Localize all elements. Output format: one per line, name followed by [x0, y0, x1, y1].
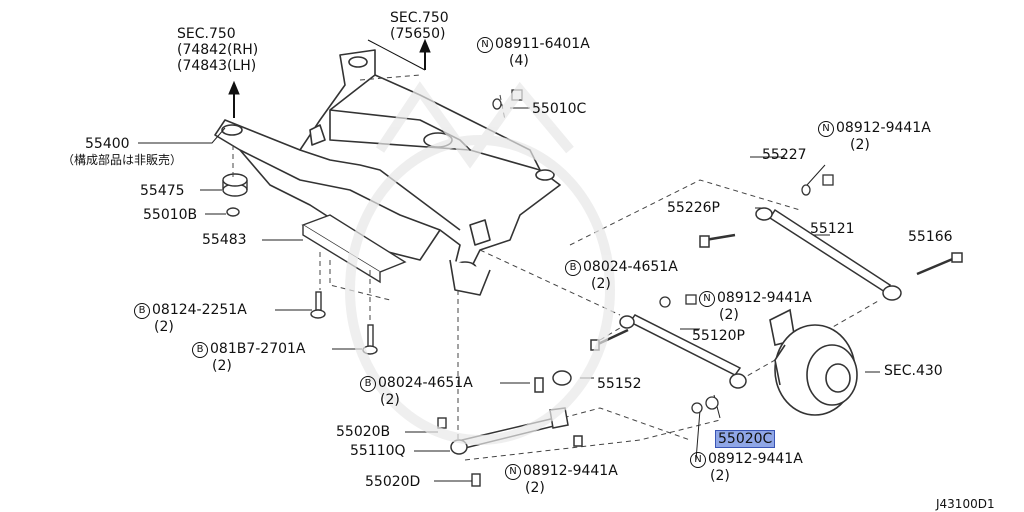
fastener-qty: (2) — [850, 137, 870, 153]
bolt-prefix-icon: B — [192, 342, 208, 358]
bolts-left[interactable] — [310, 291, 481, 487]
link-55121[interactable] — [699, 207, 963, 301]
part-label-55227[interactable]: 55227 — [762, 147, 807, 163]
fastener-qty: (2) — [525, 480, 545, 496]
fastener-code: 08912-9441A — [717, 290, 812, 306]
fastener-qty: (2) — [212, 358, 232, 374]
fastener-qty: (2) — [154, 319, 174, 335]
part-label-55020d[interactable]: 55020D — [365, 474, 421, 490]
watermark-logo — [345, 81, 615, 445]
bushing-55475[interactable] — [222, 173, 248, 217]
part-label-55475[interactable]: 55475 — [140, 183, 185, 199]
part-label-55110q[interactable]: 55110Q — [350, 443, 406, 459]
diagram-id: J43100D1 — [936, 497, 995, 511]
part-label-55400[interactable]: 55400 — [85, 136, 130, 152]
sec750-line1-b: (75650) — [390, 26, 446, 42]
fastener-qty: (2) — [710, 468, 730, 484]
fastener-code: 08911-6401A — [495, 36, 590, 52]
sec750-title-a: SEC.750 — [177, 26, 236, 42]
fastener-code: 08024-4651A — [378, 375, 473, 391]
nut-prefix-icon: N — [690, 452, 706, 468]
fastener-qty: (2) — [719, 307, 739, 323]
nut-prefix-icon: N — [505, 464, 521, 480]
part-label-55121[interactable]: 55121 — [810, 221, 855, 237]
nut-prefix-icon: N — [818, 121, 834, 137]
bolt-prefix-icon: B — [134, 303, 150, 319]
fastener-qty: (2) — [380, 392, 400, 408]
fastener-code: 08912-9441A — [836, 120, 931, 136]
section-label-sec430[interactable]: SEC.430 — [884, 363, 943, 379]
sec750-title-b: SEC.750 — [390, 10, 449, 26]
part-label-55120p[interactable]: 55120P — [692, 328, 745, 344]
sec750-line1-a: (74842(RH) — [177, 42, 259, 58]
sec750-line2-a: (74843(LH) — [177, 58, 257, 74]
part-label-55226p[interactable]: 55226P — [667, 200, 720, 216]
fastener-qty: (4) — [509, 53, 529, 69]
leader-lines — [138, 107, 880, 482]
bolt-prefix-icon: B — [565, 260, 581, 276]
axle-hub-sec430[interactable] — [769, 308, 858, 416]
fastener-code: 08024-4651A — [583, 259, 678, 275]
bolt-prefix-icon: B — [360, 376, 376, 392]
part-label-55166[interactable]: 55166 — [908, 229, 953, 245]
fastener-qty: (2) — [591, 276, 611, 292]
fastener-code: 08912-9441A — [523, 463, 618, 479]
fastener-code: 081B7-2701A — [210, 341, 306, 357]
fastener-code: 08912-9441A — [708, 451, 803, 467]
part-label-55010b[interactable]: 55010B — [143, 207, 198, 223]
fastener-code: 08124-2251A — [152, 302, 247, 318]
part-label-55010c[interactable]: 55010C — [532, 101, 587, 117]
link-55120p[interactable] — [590, 314, 747, 389]
part-label-55483[interactable]: 55483 — [202, 232, 247, 248]
part-label-55020c-highlighted[interactable]: 55020C — [714, 430, 776, 448]
part-label-55152[interactable]: 55152 — [597, 376, 642, 392]
part-note-55400: （構成部品は非販売） — [62, 153, 183, 167]
sec750-ref-b: SEC.750 (75650) — [390, 10, 449, 42]
nut-prefix-icon: N — [477, 37, 493, 53]
arrows — [228, 38, 431, 118]
nut-prefix-icon: N — [699, 291, 715, 307]
part-label-55020b[interactable]: 55020B — [336, 424, 391, 440]
sec750-ref-a: SEC.750 (74842(RH) (74843(LH) — [177, 26, 258, 74]
